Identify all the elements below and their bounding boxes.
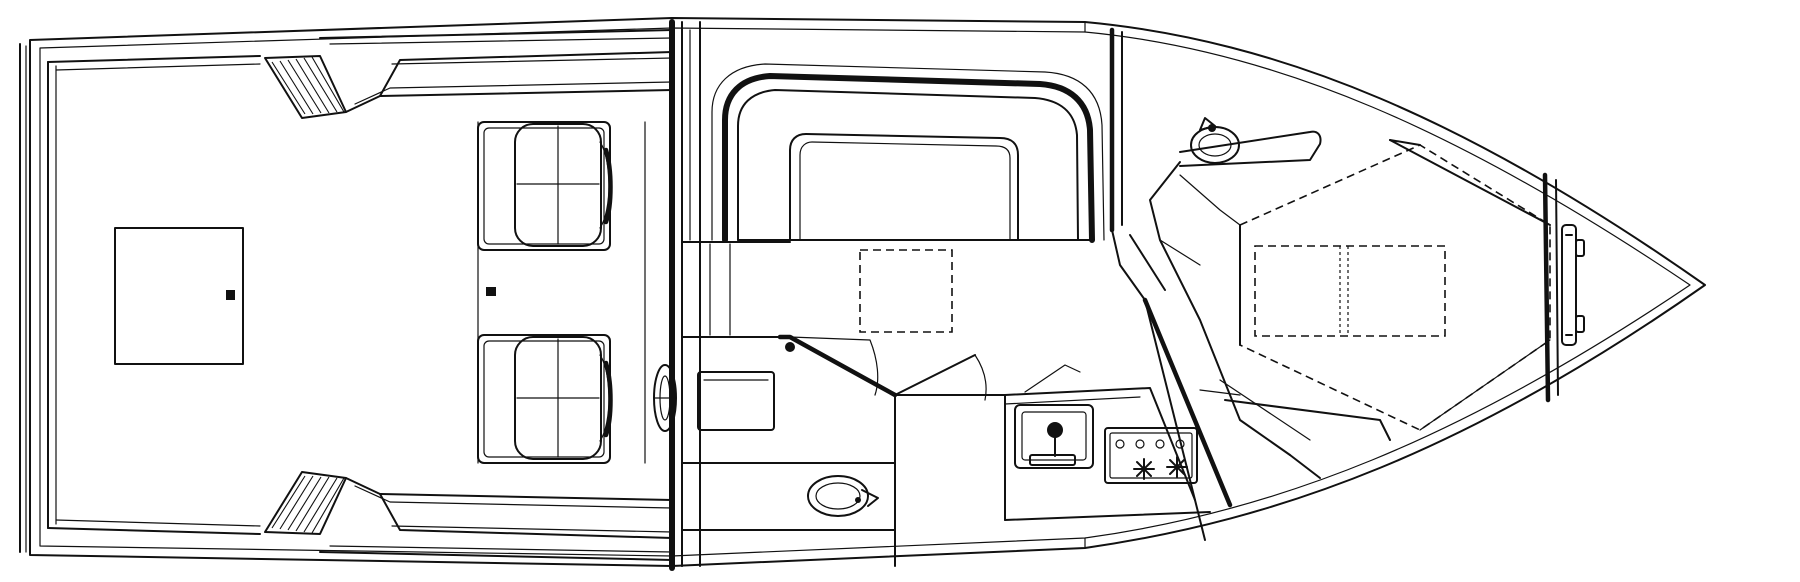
stove-burner-icon [1133, 458, 1155, 480]
helm-seat-top [477, 121, 613, 251]
dinette-settee [711, 63, 1105, 243]
side-deck-top [319, 29, 673, 113]
cockpit-coaming [47, 55, 261, 535]
seat-base-divider [477, 121, 646, 464]
engine-hatch [114, 227, 244, 365]
forward-sink-icon [1179, 117, 1322, 167]
stern-step-bottom [264, 471, 347, 535]
head-sink-icon [807, 475, 879, 517]
companionway-steps [681, 241, 791, 338]
v-berth [1149, 139, 1551, 479]
cleat-icon [1561, 224, 1585, 346]
hull-outline [19, 17, 1706, 567]
head-door [894, 354, 1006, 401]
side-deck-bottom [319, 477, 673, 561]
anchor-locker [1542, 172, 1559, 403]
toilet [697, 371, 775, 431]
galley-counter [1004, 364, 1211, 521]
stern-step-top [264, 55, 347, 119]
helm-seat-bottom [477, 334, 613, 464]
bulkhead-main [669, 19, 701, 571]
dinette-table-dashed [859, 249, 953, 333]
forward-bulkhead [1109, 27, 1233, 541]
head-compartment [681, 334, 898, 567]
stove-burner-icon-2 [1166, 456, 1188, 478]
galley-sink-icon [1014, 404, 1094, 469]
stove [1104, 427, 1198, 484]
